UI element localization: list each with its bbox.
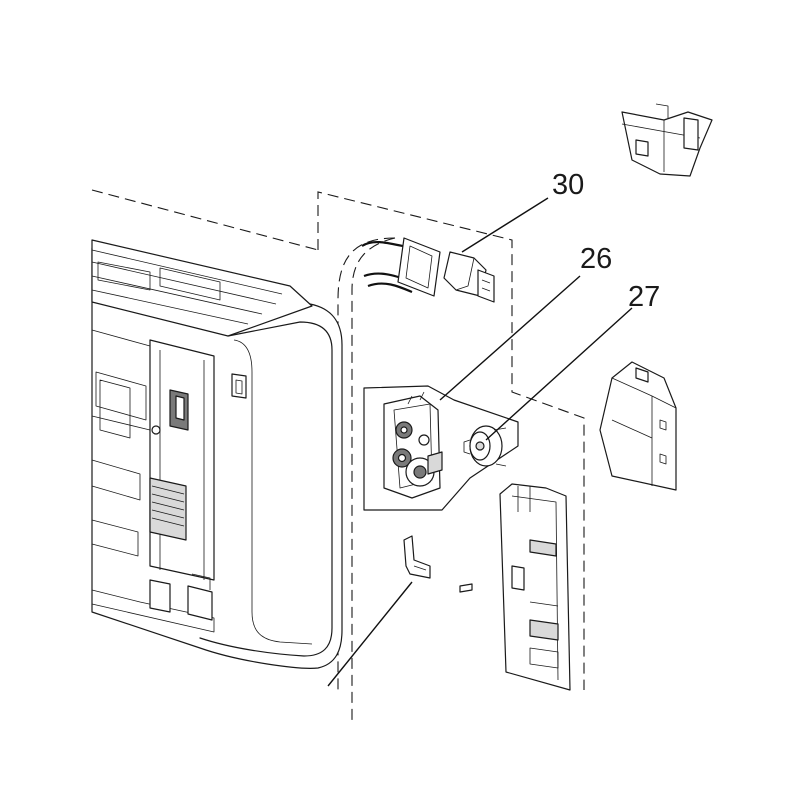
part-27-motor [463, 425, 507, 467]
leader-lines [327, 197, 633, 687]
angled-cover-piece [599, 361, 677, 491]
part-26-gearbox-assembly [363, 385, 519, 511]
part-30-connector [361, 237, 495, 303]
leader-line-26 [439, 275, 581, 401]
leader-line-27 [485, 307, 633, 441]
callout-labels: 30 26 27 [552, 169, 660, 313]
bracket-clip [403, 535, 473, 593]
callout-30: 30 [552, 169, 584, 201]
leader-line-bracket [327, 581, 413, 687]
top-right-bracket [621, 103, 713, 177]
side-cover-panel [499, 483, 571, 691]
leader-line-30 [461, 197, 549, 253]
callout-26: 26 [580, 243, 612, 275]
main-housing [91, 239, 343, 669]
assembly-boundary-lines [91, 189, 585, 720]
callout-27: 27 [628, 281, 660, 313]
